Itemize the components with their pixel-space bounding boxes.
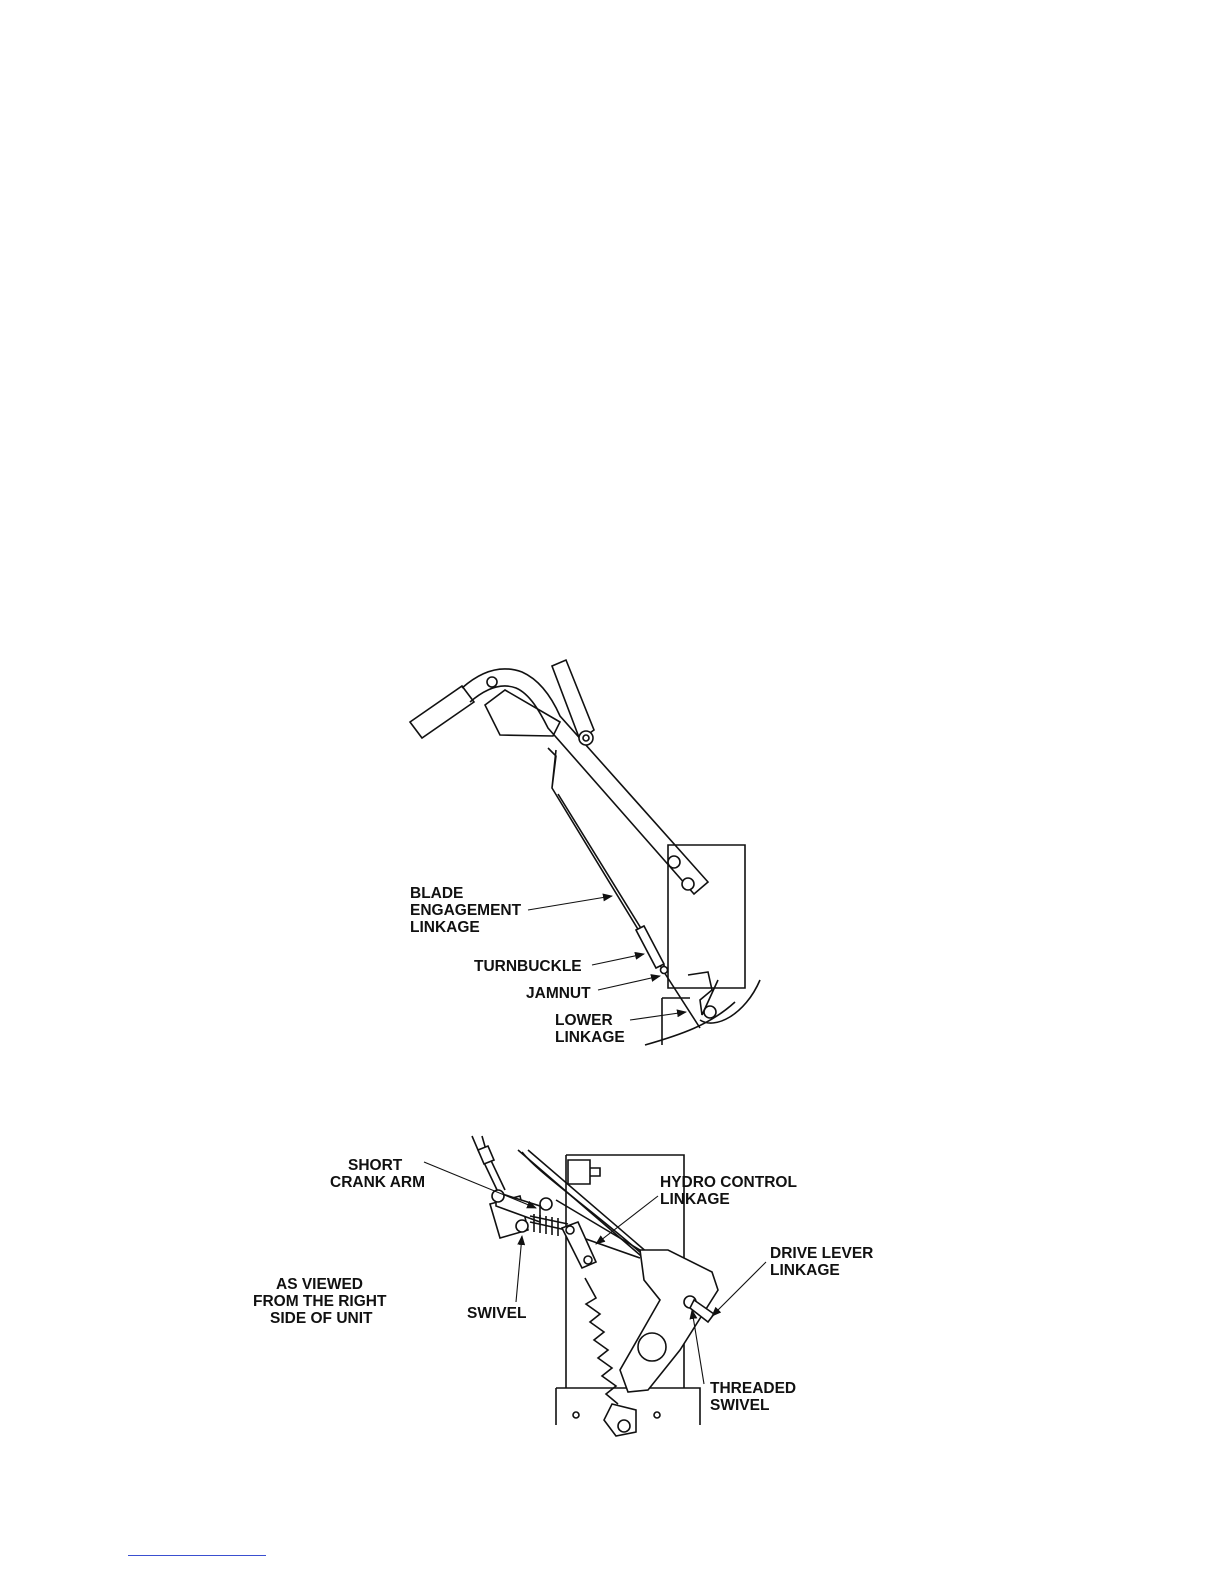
swivel-thread — [530, 1214, 568, 1236]
label-hydro-control-2: LINKAGE — [660, 1191, 730, 1208]
leader-turnbuckle — [592, 954, 644, 965]
label-as-viewed-3: SIDE OF UNIT — [270, 1310, 373, 1327]
label-as-viewed-2: FROM THE RIGHT — [253, 1293, 387, 1310]
label-lower-linkage-2: LINKAGE — [555, 1029, 625, 1046]
lever-knob — [638, 1333, 666, 1361]
label-blade-engagement-2: ENGAGEMENT — [410, 902, 522, 919]
label-drive-lever-1: DRIVE LEVER — [770, 1245, 873, 1262]
leader-hydro-control — [596, 1196, 658, 1244]
label-threaded-swivel-1: THREADED — [710, 1380, 796, 1397]
label-hydro-control-1: HYDRO CONTROL — [660, 1174, 797, 1191]
swivel-part — [516, 1220, 528, 1232]
lever-pivot — [579, 731, 593, 745]
label-short-crank-arm-1: SHORT — [348, 1157, 403, 1174]
label-as-viewed-1: AS VIEWED — [276, 1276, 363, 1293]
blade-engagement-illustration: BLADE ENGAGEMENT LINKAGE TURNBUCKLE JAMN… — [410, 660, 760, 1046]
leader-jamnut — [598, 976, 660, 990]
hydro-control-illustration: SHORT CRANK ARM HYDRO CONTROL LINKAGE DR… — [253, 1136, 873, 1436]
leader-swivel — [516, 1236, 522, 1302]
crank-pivot — [540, 1198, 552, 1210]
upper-pivot — [668, 856, 680, 868]
label-short-crank-arm-2: CRANK ARM — [330, 1174, 425, 1191]
handle-knob — [487, 677, 497, 687]
handle-grip — [410, 686, 474, 738]
top-bracket — [568, 1160, 600, 1184]
label-blade-engagement-1: BLADE — [410, 885, 463, 902]
control-lever — [552, 660, 594, 740]
turnbuckle-body — [636, 926, 664, 968]
drive-lever-plate — [620, 1250, 718, 1392]
label-turnbuckle: TURNBUCKLE — [474, 958, 582, 975]
leader-blade-engagement — [528, 896, 612, 910]
label-jamnut: JAMNUT — [526, 985, 591, 1002]
leader-drive-lever — [712, 1262, 766, 1316]
label-drive-lever-2: LINKAGE — [770, 1262, 840, 1279]
label-threaded-swivel-2: SWIVEL — [710, 1397, 769, 1414]
label-blade-engagement-3: LINKAGE — [410, 919, 480, 936]
label-swivel: SWIVEL — [467, 1305, 526, 1322]
footer-link-underline[interactable] — [128, 1555, 266, 1556]
chassis-plate — [668, 845, 745, 988]
jamnut-part — [661, 967, 668, 974]
leader-short-crank-arm — [424, 1162, 536, 1208]
cable-end — [478, 1146, 494, 1164]
spring — [585, 1278, 618, 1404]
leader-lower-linkage — [630, 1012, 686, 1020]
label-lower-linkage-1: LOWER — [555, 1012, 613, 1029]
handle-end-pivot — [682, 878, 694, 890]
